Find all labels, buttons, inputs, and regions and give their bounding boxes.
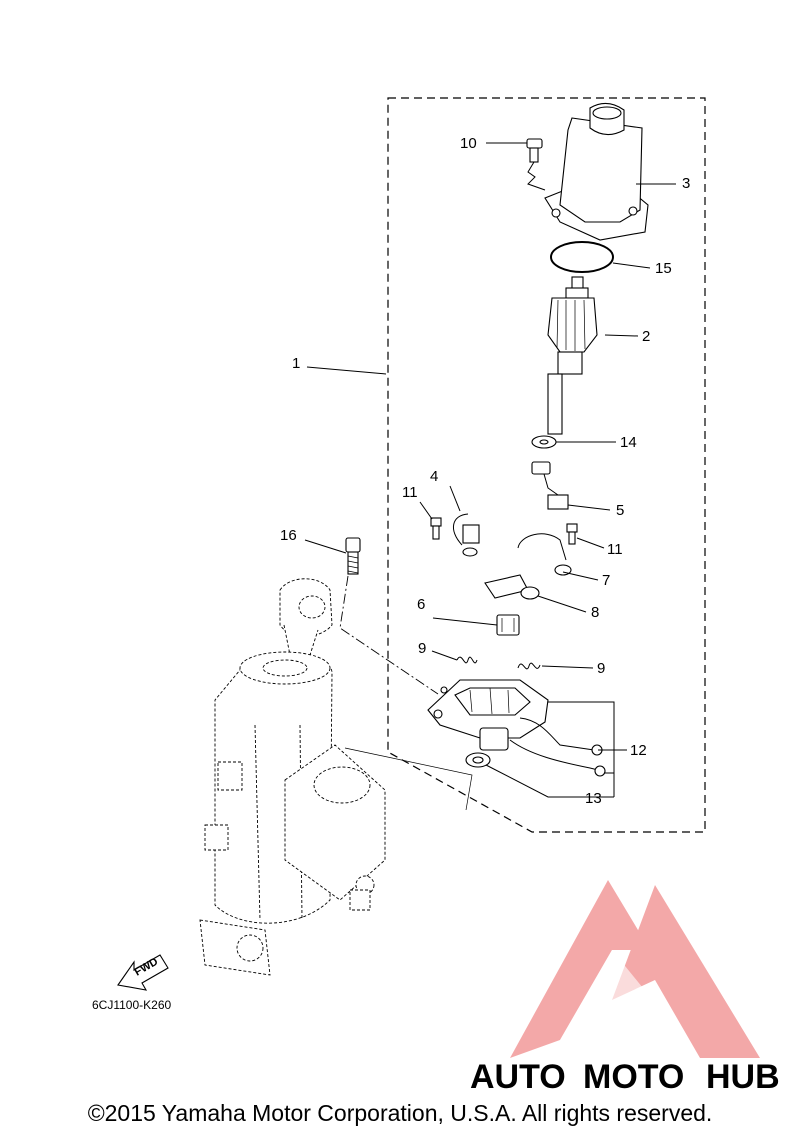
callout-6: 6 [417, 596, 425, 613]
watermark-text: AUTO MOTO HUB [470, 1058, 780, 1096]
callout-7: 7 [602, 572, 610, 589]
drawing-code: 6CJ1100-K260 [92, 998, 172, 1012]
callout-14: 14 [620, 434, 637, 451]
callout-16: 16 [280, 527, 297, 544]
callout-13: 13 [585, 790, 602, 807]
fwd-arrow-icon: FWD [117, 954, 169, 991]
brush-5 [531, 461, 569, 510]
svg-text:AUTO: AUTO [470, 1058, 566, 1096]
callout-11-right: 11 [607, 541, 623, 558]
motor-housing [544, 102, 649, 241]
callout-1: 1 [292, 355, 300, 372]
callout-9-right: 9 [597, 660, 605, 677]
tilt-cylinder [199, 578, 386, 976]
svg-text:MOTO: MOTO [583, 1058, 684, 1096]
assembly-boundary [387, 97, 706, 833]
callout-4: 4 [430, 468, 438, 485]
align-line-cyl [344, 747, 473, 811]
bolt-10 [526, 138, 546, 191]
o-ring-15 [550, 241, 614, 273]
callout-12: 12 [630, 742, 647, 759]
callout-5: 5 [616, 502, 624, 519]
callout-11-left: 11 [402, 484, 418, 501]
callout-2: 2 [642, 328, 650, 345]
armature [547, 276, 598, 435]
callout-3: 3 [682, 175, 690, 192]
copyright-notice: ©2015 Yamaha Motor Corporation, U.S.A. A… [87, 1100, 713, 1126]
leader-lines [304, 142, 676, 798]
grommet-8 [520, 586, 540, 600]
screw-11-left [430, 517, 442, 540]
callout-15: 15 [655, 260, 672, 277]
brush-plate-12 [427, 679, 606, 777]
callout-8: 8 [591, 604, 599, 621]
svg-text:HUB: HUB [706, 1058, 780, 1096]
brush-4 [453, 513, 480, 557]
watermark-logo-icon [510, 880, 760, 1058]
spring-9-left [456, 656, 478, 664]
bolt-16 [345, 537, 361, 575]
callout-9-left: 9 [418, 640, 426, 657]
screw-11-right [566, 523, 578, 545]
connector-6 [496, 614, 520, 636]
spring-9-right [517, 662, 541, 670]
align-line-16 [339, 575, 439, 695]
callout-10: 10 [460, 135, 477, 152]
